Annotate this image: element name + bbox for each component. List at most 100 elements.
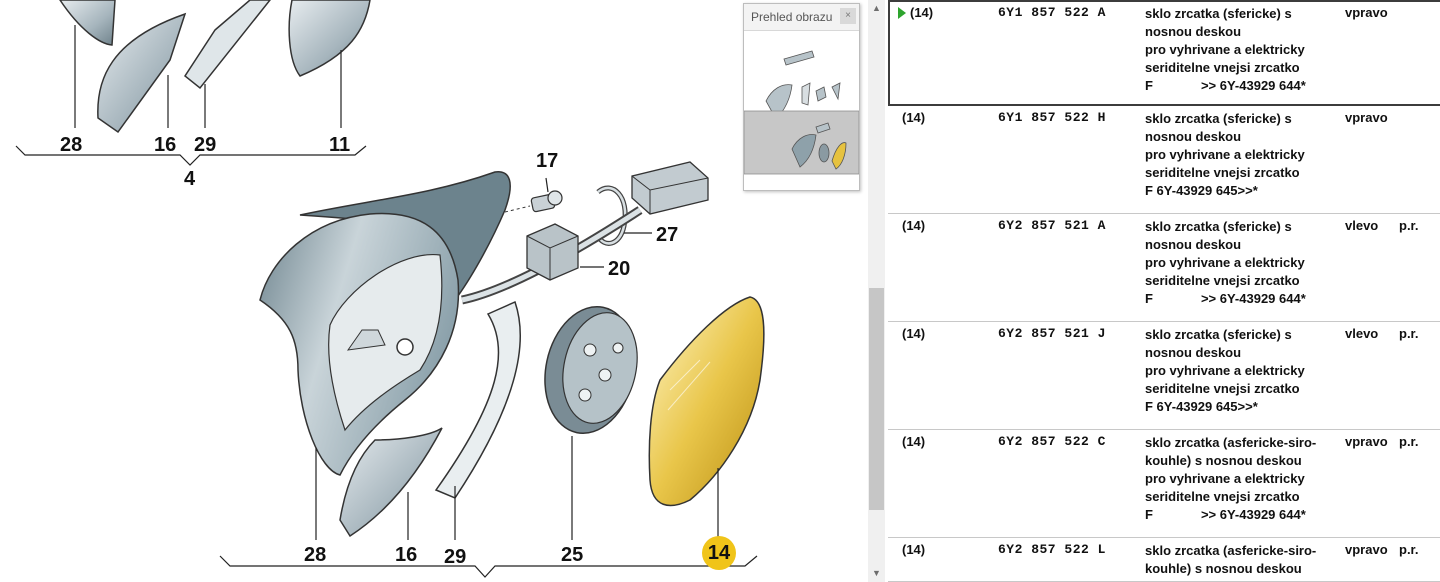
row-side: vpravo — [1345, 5, 1388, 20]
row-description: sklo zrcatka (sfericke) s nosnou deskou pr… — [1145, 110, 1335, 200]
table-row[interactable]: (14) 6Y1 857 522 A sklo zrcatka (sfericke)… — [888, 0, 1440, 106]
row-description-line: sklo zrcatka (asfericke-siro- — [1145, 435, 1317, 450]
connector-part — [595, 161, 709, 246]
group-bracket — [219, 555, 758, 578]
callout-16-bottom[interactable]: 16 — [395, 544, 418, 566]
row-description-line: seriditelne vnejsi zrcatko — [1145, 60, 1300, 75]
exploded-diagram-pane[interactable]: 28 16 29 11 4 17 27 20 28 16 29 25 14 Pr… — [0, 0, 868, 582]
row-position: (14) — [902, 110, 926, 125]
diagram-vertical-scrollbar[interactable]: ▲ ▼ — [868, 0, 885, 582]
overview-thumbnail[interactable] — [744, 31, 859, 190]
row-description: sklo zrcatka (sfericke) s nosnou deskou pr… — [1145, 5, 1335, 95]
row-description-line: nosnou deskou — [1145, 345, 1242, 360]
row-model-code: F — [1145, 78, 1153, 93]
row-description: sklo zrcatka (asfericke-siro-kouhle) s n… — [1145, 434, 1335, 524]
overview-panel[interactable]: Prehled obrazu × — [743, 3, 860, 191]
row-part-number[interactable]: 6Y2 857 522 L — [998, 542, 1106, 557]
row-description-line: seriditelne vnejsi zrcatko — [1145, 165, 1300, 180]
mirror-housing-part — [259, 171, 511, 540]
scroll-up-icon[interactable]: ▲ — [872, 3, 881, 13]
top-parts-group — [15, 0, 371, 166]
row-position: (14) — [910, 5, 934, 20]
row-description-line: sklo zrcatka (sfericke) s — [1145, 327, 1292, 342]
callout-25[interactable]: 25 — [561, 544, 584, 566]
table-row[interactable]: (14) 6Y2 857 522 L sklo zrcatka (asfericke… — [888, 538, 1440, 582]
callout-4[interactable]: 4 — [184, 168, 196, 190]
row-part-number[interactable]: 6Y2 857 522 C — [998, 434, 1106, 449]
selected-row-arrow-icon — [898, 7, 906, 19]
table-row[interactable]: (14) 6Y2 857 522 C sklo zrcatka (asfericke… — [888, 430, 1440, 538]
row-description-line: sklo zrcatka (sfericke) s — [1145, 219, 1292, 234]
callout-14-highlighted[interactable]: 14 — [702, 536, 736, 570]
parts-list: (14) 6Y1 857 522 A sklo zrcatka (sfericke)… — [888, 0, 1440, 582]
callout-27[interactable]: 27 — [656, 224, 679, 246]
cable-block-part — [461, 206, 643, 305]
callout-17[interactable]: 17 — [536, 150, 559, 172]
callout-29-top[interactable]: 29 — [194, 134, 217, 156]
scroll-down-icon[interactable]: ▼ — [872, 568, 881, 578]
row-production-range: F 6Y-43929 645>>* — [1145, 398, 1335, 416]
row-side: vlevo — [1345, 218, 1379, 233]
row-vin-range: >> 6Y-43929 644* — [1200, 78, 1306, 93]
row-description-line: kouhle) s nosnou deskou — [1145, 453, 1302, 468]
row-description-line: seriditelne vnejsi zrcatko — [1145, 381, 1300, 396]
row-vin-range: >> 6Y-43929 644* — [1200, 291, 1306, 306]
row-side: vpravo — [1345, 110, 1388, 125]
row-description-line: sklo zrcatka (sfericke) s — [1145, 111, 1292, 126]
callout-11[interactable]: 11 — [329, 134, 351, 156]
row-model-code: F — [1145, 507, 1153, 522]
seal-strip-part — [434, 300, 521, 540]
row-description-line: pro vyhrivane a elektricky — [1145, 147, 1305, 162]
bolt-part — [504, 177, 563, 213]
row-description-line: pro vyhrivane a elektricky — [1145, 363, 1305, 378]
cover-part — [339, 427, 443, 540]
row-position: (14) — [902, 326, 926, 341]
row-description: sklo zrcatka (sfericke) s nosnou deskou pr… — [1145, 326, 1335, 416]
row-note: p.r. — [1399, 434, 1419, 449]
row-description-line: pro vyhrivane a elektricky — [1145, 42, 1305, 57]
callout-20[interactable]: 20 — [608, 258, 631, 280]
callout-28-top[interactable]: 28 — [60, 134, 83, 156]
table-row[interactable]: (14) 6Y1 857 522 H sklo zrcatka (sfericke)… — [888, 106, 1440, 214]
row-part-number[interactable]: 6Y1 857 522 A — [998, 5, 1106, 20]
row-description-line: pro vyhrivane a elektricky — [1145, 255, 1305, 270]
row-description: sklo zrcatka (asfericke-siro-kouhle) s n… — [1145, 542, 1335, 578]
row-position: (14) — [902, 542, 926, 557]
callout-28-bottom[interactable]: 28 — [304, 544, 327, 566]
row-description-line: pro vyhrivane a elektricky — [1145, 471, 1305, 486]
row-note: p.r. — [1399, 326, 1419, 341]
row-description-line: sklo zrcatka (sfericke) s — [1145, 6, 1292, 21]
overview-title: Prehled obrazu — [751, 10, 833, 24]
row-production-range: F 6Y-43929 645>>* — [1145, 182, 1335, 200]
mirror-glass-part[interactable] — [648, 296, 765, 538]
exploded-diagram — [15, 0, 765, 578]
row-model-code: F 6Y-43929 645>>* — [1145, 399, 1258, 414]
row-description-line: sklo zrcatka (asfericke-siro- — [1145, 543, 1317, 558]
row-description-line: nosnou deskou — [1145, 237, 1242, 252]
row-part-number[interactable]: 6Y1 857 522 H — [998, 110, 1106, 125]
adjuster-motor-part — [544, 305, 638, 540]
row-description-line: seriditelne vnejsi zrcatko — [1145, 273, 1300, 288]
callout-16-top[interactable]: 16 — [154, 134, 177, 156]
row-description-line: seriditelne vnejsi zrcatko — [1145, 489, 1300, 504]
overview-close-button[interactable]: × — [840, 8, 856, 24]
table-row[interactable]: (14) 6Y2 857 521 J sklo zrcatka (sfericke)… — [888, 322, 1440, 430]
row-model-code: F 6Y-43929 645>>* — [1145, 183, 1258, 198]
row-side: vpravo — [1345, 434, 1388, 449]
row-description-line: kouhle) s nosnou deskou — [1145, 561, 1302, 576]
row-position: (14) — [902, 434, 926, 449]
row-vin-range: >> 6Y-43929 644* — [1200, 507, 1306, 522]
scrollbar-thumb[interactable] — [869, 288, 884, 510]
overview-titlebar[interactable]: Prehled obrazu × — [744, 4, 859, 31]
row-description: sklo zrcatka (sfericke) s nosnou deskou pr… — [1145, 218, 1335, 308]
row-part-number[interactable]: 6Y2 857 521 A — [998, 218, 1106, 233]
row-part-number[interactable]: 6Y2 857 521 J — [998, 326, 1106, 341]
callout-29-bottom[interactable]: 29 — [444, 546, 467, 568]
row-production-range: F >> 6Y-43929 644* — [1145, 290, 1335, 308]
row-description-line: nosnou deskou — [1145, 24, 1242, 39]
row-note: p.r. — [1399, 218, 1419, 233]
row-model-code: F — [1145, 291, 1153, 306]
row-description-line: nosnou deskou — [1145, 129, 1242, 144]
